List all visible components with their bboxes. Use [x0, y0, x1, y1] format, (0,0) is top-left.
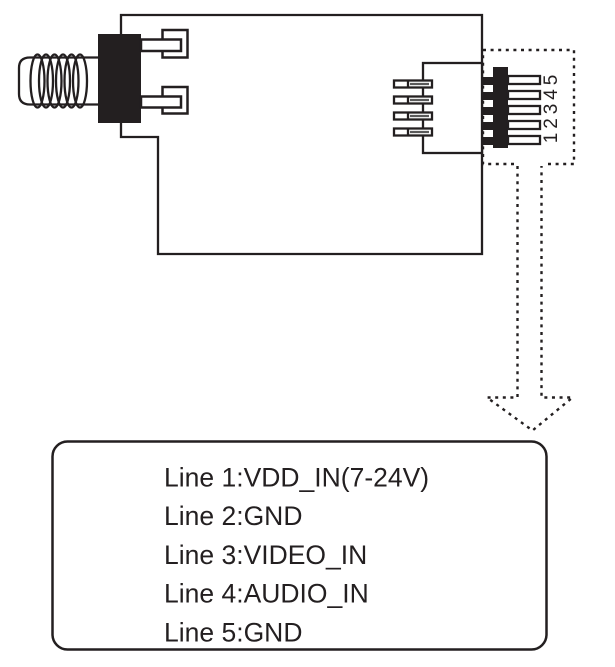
pinout-line-1: Line 1:VDD_IN(7-24V) [164, 463, 429, 493]
header-pin-2 [506, 119, 542, 131]
mount-pin-bottom [139, 85, 189, 115]
connector-highlight-dashed-box [481, 48, 576, 166]
pinout-callout-box [51, 440, 548, 651]
module-board-outline [119, 13, 484, 256]
header-pin-3 [506, 104, 542, 116]
header-pins-right [506, 74, 542, 146]
header-connector-body [493, 67, 508, 148]
header-lead-3 [392, 111, 434, 121]
pinout-line-5: Line 5:GND [164, 618, 302, 648]
mount-pin-top [139, 28, 189, 59]
header-housing [421, 61, 484, 155]
pin-number-5: 5 [541, 75, 562, 86]
pin-number-4: 4 [541, 89, 562, 100]
header-pin-1 [506, 134, 542, 146]
pinout-callout: Line 1:VDD_IN(7-24V) Line 2:GND Line 3:V… [51, 440, 548, 651]
header-pin-5 [506, 74, 542, 86]
header-lead-2 [392, 95, 434, 105]
sma-antenna-connector [17, 34, 141, 123]
pinout-line-4: Line 4:AUDIO_IN [164, 579, 369, 609]
header-pin-stubs [483, 77, 493, 145]
sma-threads [29, 53, 89, 109]
pin-number-1: 1 [541, 133, 562, 144]
pinout-line-3: Line 3:VIDEO_IN [164, 540, 367, 570]
sma-body-block [98, 34, 141, 123]
pin-number-3: 3 [541, 104, 562, 115]
header-lead-1 [392, 79, 434, 89]
pinout-line-2: Line 2:GND [164, 501, 302, 531]
pin-number-labels: 5 4 3 2 1 [541, 75, 562, 144]
pin-number-2: 2 [541, 118, 562, 129]
mount-pin-top-lead [139, 38, 183, 53]
header-connector: 5 4 3 2 1 [392, 61, 562, 155]
header-lead-4 [392, 127, 434, 137]
mount-pin-bottom-lead [139, 95, 183, 109]
header-leads-left [392, 79, 434, 137]
header-pin-4 [506, 89, 542, 101]
callout-arrow-dashed [483, 166, 576, 433]
